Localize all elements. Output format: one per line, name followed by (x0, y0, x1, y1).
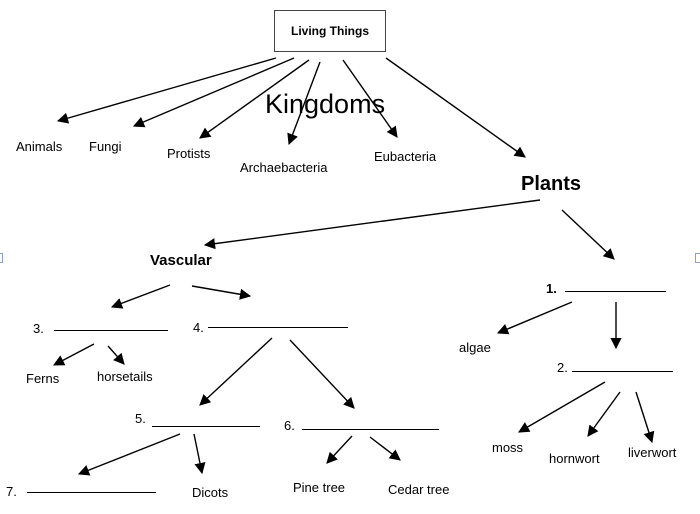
arrow-living-to-eubacteria (342, 59, 398, 138)
node-dicots: Dicots (192, 485, 229, 500)
node-ferns: Ferns (26, 371, 60, 386)
arrow-blank1-to-algae (496, 301, 573, 335)
root-node-living-things: Living Things (274, 10, 386, 52)
arrow-living-to-plants (385, 57, 526, 158)
arrow-blank2-to-liverwort (635, 391, 655, 444)
arrow-blank5-to-blank7 (77, 433, 181, 476)
kingdoms-label: Kingdoms (265, 89, 386, 119)
blank-7-number: 7. (6, 484, 17, 499)
node-pine-tree: Pine tree (293, 480, 346, 495)
arrow-blank4-to-blank6 (289, 339, 355, 409)
plants-node: Plants (521, 173, 582, 195)
arrow-plants-to-blank1 (561, 209, 615, 260)
node-hornwort: hornwort (549, 451, 600, 466)
blank-7-line (27, 492, 156, 493)
node-horsetails: horsetails (97, 369, 153, 384)
vascular-node: Vascular (150, 252, 212, 269)
root-label: Living Things (291, 24, 369, 38)
blank-5-line (152, 426, 260, 427)
arrow-blank5-to-dicots (193, 433, 206, 475)
kingdom-archaebacteria: Archaebacteria (240, 160, 328, 175)
arrow-blank2-to-hornwort (587, 391, 621, 437)
arrow-living-to-archaebacteria (287, 61, 321, 146)
arrow-vascular-to-blank3 (110, 284, 171, 309)
kingdom-eubacteria: Eubacteria (374, 149, 437, 164)
blank-6-number: 6. (284, 418, 295, 433)
blank-1-number: 1. (546, 281, 557, 296)
node-algae: algae (459, 340, 491, 355)
arrow-living-to-animals (56, 57, 277, 124)
arrow-plants-to-vascular (203, 199, 541, 250)
blank-4-number: 4. (193, 320, 204, 335)
left-resize-handle[interactable] (0, 253, 3, 263)
blank-1-line (565, 291, 666, 292)
arrow-blank3-to-ferns (53, 343, 95, 366)
kingdom-fungi: Fungi (89, 139, 122, 154)
kingdom-protists: Protists (167, 146, 211, 161)
blank-4-line (208, 327, 348, 328)
arrow-living-to-protists (199, 59, 310, 139)
blank-3-line (54, 330, 168, 331)
arrow-blank6-to-pine-tree (326, 435, 353, 464)
arrow-blank3-to-horsetails (107, 345, 125, 365)
kingdom-animals: Animals (16, 139, 63, 154)
arrow-blank6-to-cedar-tree (369, 436, 401, 461)
arrow-blank2-to-moss (518, 381, 606, 433)
node-moss: moss (492, 440, 524, 455)
blank-3-number: 3. (33, 321, 44, 336)
blank-2-line (572, 371, 673, 372)
blank-5-number: 5. (135, 411, 146, 426)
blank-2-number: 2. (557, 360, 568, 375)
arrow-living-to-fungi (132, 57, 295, 128)
node-cedar-tree: Cedar tree (388, 482, 450, 497)
blank-6-line (302, 429, 439, 430)
arrow-blank4-to-blank5 (199, 337, 273, 406)
arrow-vascular-to-blank4 (191, 285, 252, 300)
node-liverwort: liverwort (628, 445, 677, 460)
right-resize-handle[interactable] (695, 253, 700, 263)
